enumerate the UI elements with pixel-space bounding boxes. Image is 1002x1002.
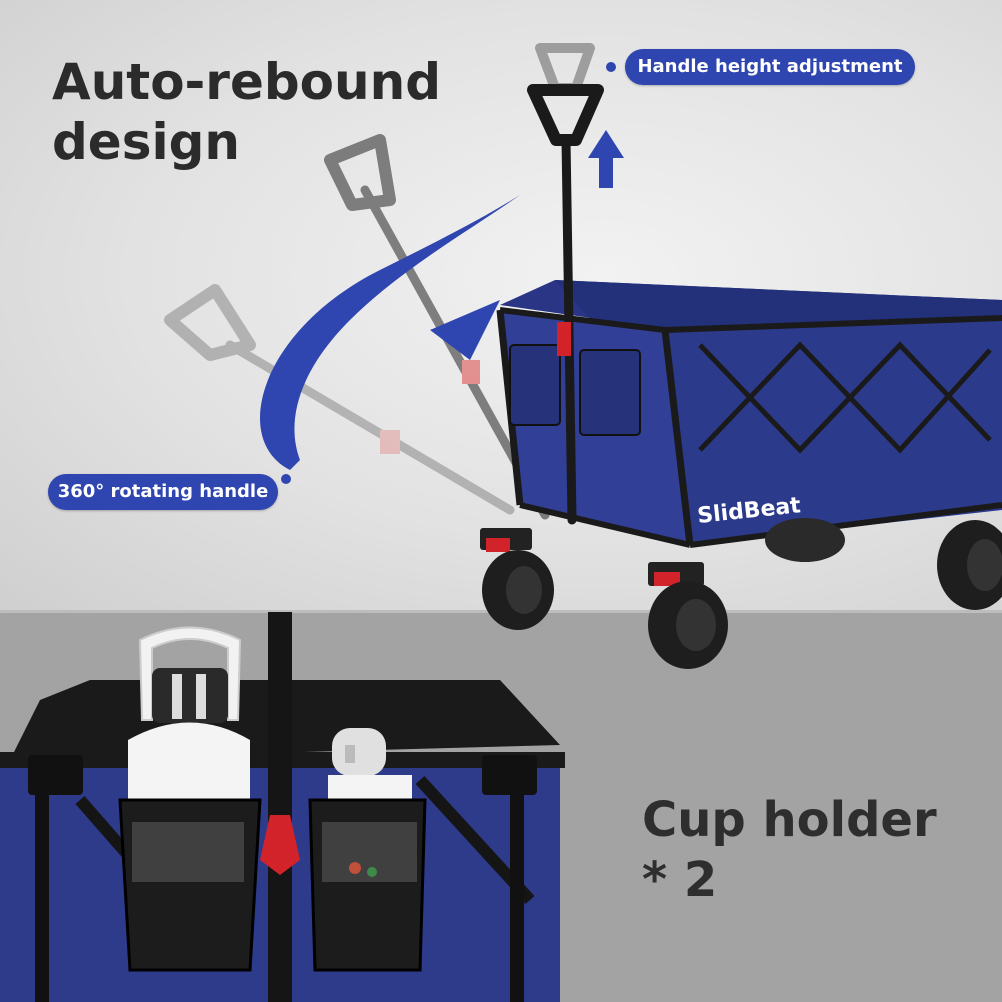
bottle-large [128, 626, 250, 820]
callout-handle-height: Handle height adjustment [625, 49, 915, 85]
cup-holder-label: Cup holder * 2 [642, 790, 982, 910]
cup-holder-line1: Cup holder [642, 792, 937, 848]
ghost-handle-top [535, 43, 595, 93]
callout-dot-handle [606, 62, 616, 72]
wagon-body [496, 280, 1002, 548]
cupholder-closeup [0, 612, 565, 1002]
wheel-front-right [648, 562, 728, 669]
mesh-pocket-right [308, 798, 427, 972]
wheel-back-left [765, 518, 845, 562]
wheel-front-left [480, 528, 554, 630]
wheel-back-right [937, 520, 1002, 610]
arrow-up-icon [588, 130, 624, 188]
curved-arrow-icon [260, 195, 520, 470]
callout-dot-rotate [281, 474, 291, 484]
handle [527, 84, 604, 525]
cup-holder-line2: * 2 [642, 852, 718, 908]
callout-rotating-handle: 360° rotating handle [48, 474, 278, 510]
headline: Auto-rebound design [52, 53, 441, 171]
mesh-pocket-left [118, 798, 262, 972]
